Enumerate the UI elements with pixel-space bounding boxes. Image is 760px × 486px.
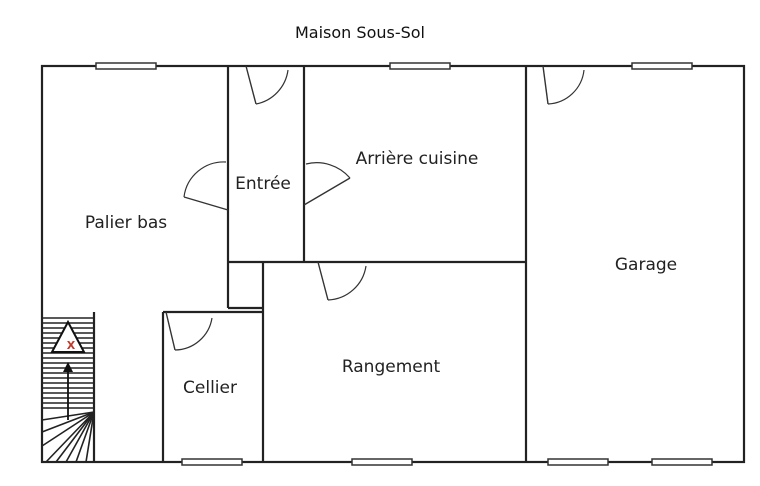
window [351,458,413,466]
window [547,458,609,466]
triangle-warning-icon: X [50,319,86,353]
window [181,458,243,466]
window [95,62,157,70]
room-label-cellier: Cellier [183,378,237,398]
stair-winders [41,411,95,463]
arrow-head-icon [63,362,73,372]
room-label-entree: Entrée [235,174,291,194]
window [651,458,713,466]
interior-walls [161,66,528,462]
room-label-garage: Garage [615,255,677,275]
windows [95,62,713,466]
plan-title: Maison Sous-Sol [295,23,425,42]
window [389,62,451,70]
room-label-palier-bas: Palier bas [85,213,167,233]
window [631,62,693,70]
room-label-rangement: Rangement [342,357,441,377]
room-label-arriere-cuisine: Arrière cuisine [356,149,479,169]
doors [165,65,585,351]
staircase: X [41,312,96,463]
warning-mark: X [67,339,76,352]
